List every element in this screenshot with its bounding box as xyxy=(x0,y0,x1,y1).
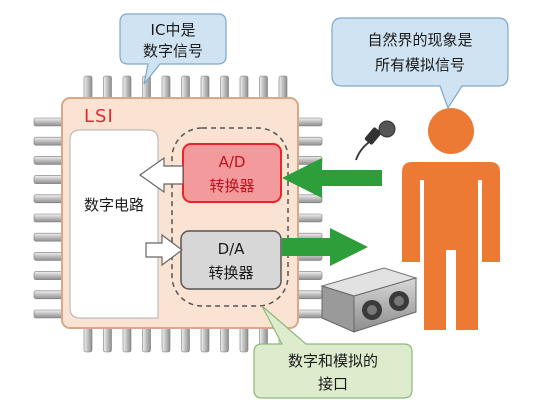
callout-nature-analog-line2: 所有模拟信号 xyxy=(375,56,465,74)
callout-interface-line2: 接口 xyxy=(318,375,348,393)
pin-icon xyxy=(33,290,65,300)
pin-icon xyxy=(83,75,93,101)
pin-icon xyxy=(295,309,323,319)
callout-ic-digital-line1: IC中是 xyxy=(151,21,196,39)
pin-icon xyxy=(220,75,229,101)
pin-icon xyxy=(122,75,132,101)
pin-icon xyxy=(239,325,249,353)
pin-icon xyxy=(83,325,93,353)
pin-icon xyxy=(295,271,323,280)
pin-icon xyxy=(33,175,65,184)
da-converter-line2: 转换器 xyxy=(208,264,253,282)
pin-icon xyxy=(200,75,210,101)
pin-icon xyxy=(295,136,323,146)
pin-icon xyxy=(33,309,65,319)
pin-icon xyxy=(278,75,288,101)
pin-icon xyxy=(295,117,323,127)
pin-icon xyxy=(181,325,190,353)
microphone-icon xyxy=(355,120,396,161)
pin-icon xyxy=(33,232,65,242)
pin-icon xyxy=(33,75,323,353)
analog-input-arrow xyxy=(282,158,382,198)
callout-nature-analog-line1: 自然界的现象是 xyxy=(367,31,472,49)
callout-ic-digital: IC中是 数字信号 xyxy=(119,13,227,85)
ad-converter-line1: A/D xyxy=(219,153,246,171)
digital-to-da-arrow xyxy=(145,233,183,267)
digital-circuit-label: 数字电路 xyxy=(84,196,144,214)
lsi-label: LSI xyxy=(84,106,114,127)
person-icon xyxy=(402,108,500,330)
pin-icon xyxy=(181,75,190,101)
speaker-icon xyxy=(320,267,418,333)
pin-icon xyxy=(103,325,112,353)
ad-to-digital-arrow xyxy=(138,156,184,194)
pin-icon xyxy=(259,75,268,101)
pin-icon xyxy=(295,213,323,223)
callout-interface: 数字和模拟的 接口 xyxy=(253,305,413,399)
callout-nature-analog: 自然界的现象是 所有模拟信号 xyxy=(331,17,509,110)
callout-ic-digital-line2: 数字信号 xyxy=(143,42,203,60)
pin-icon xyxy=(33,194,65,204)
pin-icon xyxy=(33,156,65,165)
pin-icon xyxy=(161,325,171,353)
pin-icon xyxy=(200,325,210,353)
analog-output-arrow xyxy=(282,228,368,266)
pin-icon xyxy=(142,325,151,353)
interface-region xyxy=(171,127,289,307)
pin-icon xyxy=(33,117,65,127)
digital-circuit-block xyxy=(69,129,159,319)
pin-icon xyxy=(33,136,65,146)
pin-icon xyxy=(33,252,65,261)
da-converter-line1: D/A xyxy=(218,240,246,258)
pin-icon xyxy=(295,290,323,300)
pin-icon xyxy=(33,271,65,280)
pin-icon xyxy=(161,75,171,101)
pin-icon xyxy=(239,75,249,101)
pin-icon xyxy=(122,325,132,353)
pin-icon xyxy=(33,213,65,223)
pin-icon xyxy=(220,325,229,353)
ad-converter-line2: 转换器 xyxy=(209,177,254,195)
callout-interface-line1: 数字和模拟的 xyxy=(288,352,378,370)
pin-icon xyxy=(103,75,112,101)
da-converter xyxy=(180,230,282,290)
